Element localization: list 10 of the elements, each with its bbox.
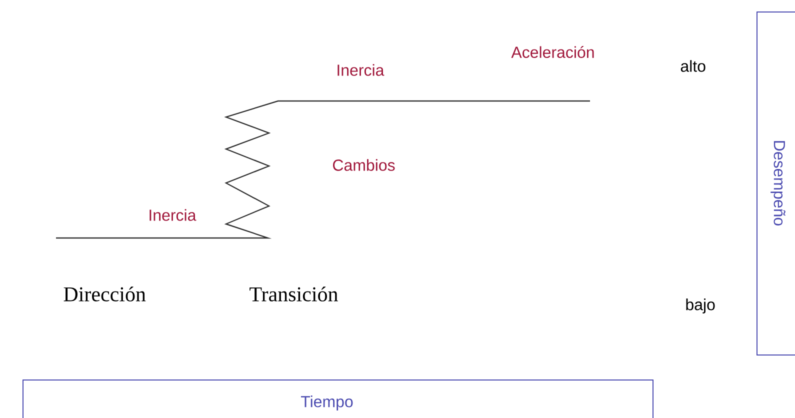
label: alto xyxy=(680,60,706,72)
label: bajo xyxy=(686,298,715,314)
label: Inercia xyxy=(338,64,384,76)
label: Inercia xyxy=(150,209,196,221)
label: Dirección xyxy=(64,286,146,302)
axis-box: Tiempo xyxy=(22,380,654,418)
label: Aceleración xyxy=(511,46,594,58)
axis-box: Desempeño xyxy=(756,12,795,356)
label: Cambios xyxy=(333,159,395,171)
label: Transición xyxy=(250,286,338,302)
